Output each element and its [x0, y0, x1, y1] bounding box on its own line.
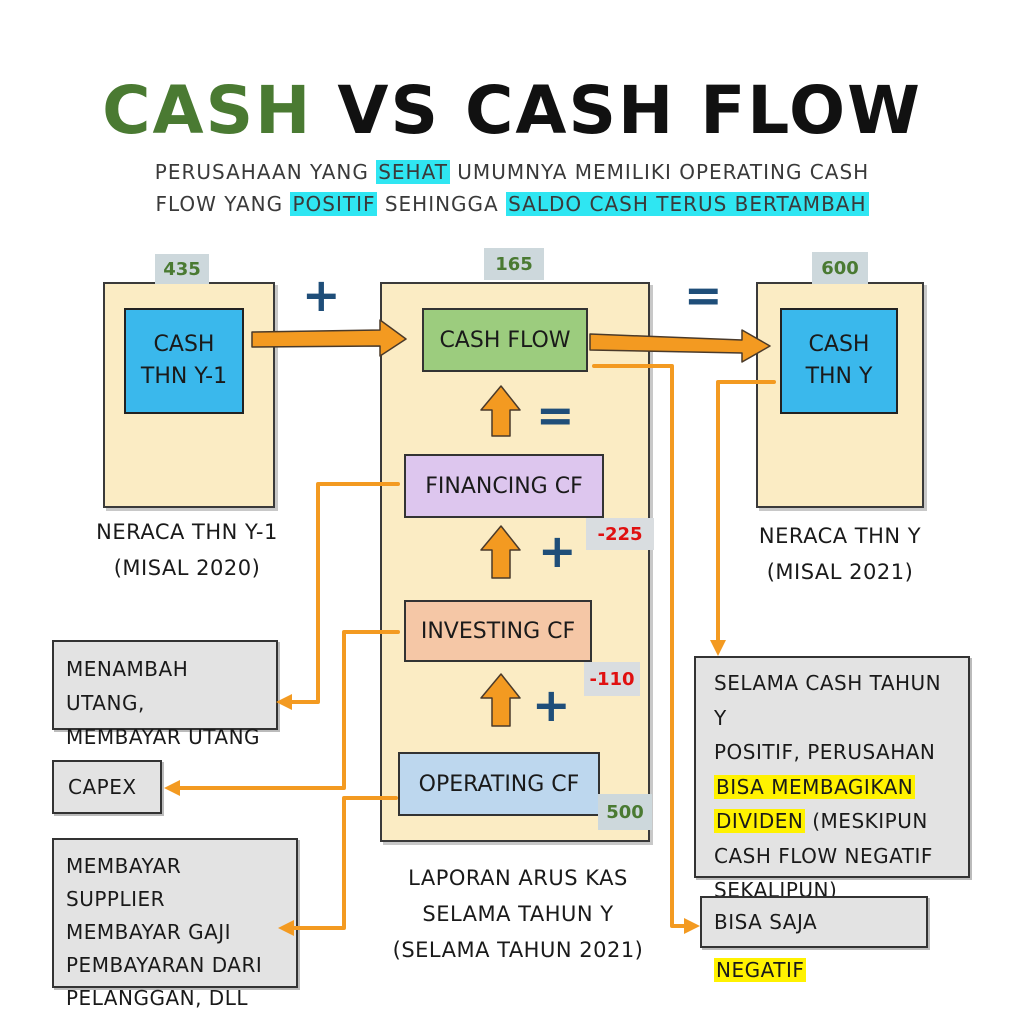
note-investing: CAPEX — [52, 760, 162, 814]
arrowhead — [164, 780, 180, 796]
title-cash: CASH — [102, 72, 313, 149]
note-dividend-line-1: SELAMA CASH TAHUN Y — [714, 671, 942, 730]
financing-cf-box: FINANCING CF — [404, 454, 604, 518]
note-financing-line-2: MEMBAYAR UTANG — [66, 725, 261, 749]
note-operating-line-1: MEMBAYAR SUPPLIER — [66, 854, 182, 911]
note-negative-highlight: NEGATIF — [714, 958, 807, 982]
note-financing-line-1: MENAMBAH UTANG, — [66, 657, 189, 715]
equals-operator: = — [684, 268, 723, 322]
cash-flow-box: CASH FLOW — [422, 308, 588, 372]
equals-operator: = — [536, 388, 575, 442]
cash-prev-value: 435 — [155, 254, 209, 284]
cash-prev-label: CASH THN Y-1 — [140, 332, 228, 389]
note-dividend-line-2: POSITIF, PERUSAHAN — [714, 740, 936, 764]
note-operating-line-4: PELANGGAN, DLL — [66, 986, 248, 1010]
operating-cf-box: OPERATING CF — [398, 752, 600, 816]
cash-prev-box: CASH THN Y-1 — [124, 308, 244, 414]
subtitle-line-1: PERUSAHAAN YANG SEHAT UMUMNYA MEMILIKI O… — [120, 156, 904, 188]
investing-cf-box: INVESTING CF — [404, 600, 592, 662]
financing-cf-value: -225 — [586, 518, 654, 550]
plus-operator: + — [532, 678, 571, 732]
cash-curr-value: 600 — [812, 252, 868, 284]
note-financing: MENAMBAH UTANG, MEMBAYAR UTANG — [52, 640, 278, 749]
note-dividend: SELAMA CASH TAHUN Y POSITIF, PERUSAHAN B… — [694, 656, 970, 902]
arrowhead — [276, 694, 292, 710]
caption-curr-line-2: (MISAL 2021) — [766, 560, 914, 584]
cash-flow-value: 165 — [484, 248, 544, 280]
caption-prev: NERACA THN Y-1 (MISAL 2020) — [60, 514, 314, 586]
arrowhead — [684, 918, 700, 934]
plus-operator: + — [538, 524, 577, 578]
note-operating-line-2: MEMBAYAR GAJI — [66, 920, 232, 944]
operating-cf-value: 500 — [598, 794, 652, 830]
note-dividend-line-4: (MESKIPUN — [805, 809, 928, 833]
subtitle-line-2: FLOW YANG POSITIF SEHINGGA SALDO CASH TE… — [120, 188, 904, 220]
subtitle-text: PERUSAHAAN YANG — [154, 160, 377, 184]
note-dividend-highlight-1: BISA MEMBAGIKAN — [714, 774, 916, 799]
caption-prev-line-2: (MISAL 2020) — [113, 556, 261, 580]
cash-curr-label: CASH THN Y — [805, 332, 873, 389]
cash-curr-box: CASH THN Y — [780, 308, 898, 414]
note-operating: MEMBAYAR SUPPLIER MEMBAYAR GAJI PEMBAYAR… — [52, 838, 298, 1010]
plus-operator: + — [302, 268, 341, 322]
note-dividend-highlight-2: DIVIDEN — [714, 809, 806, 833]
page-title: CASH VS CASH FLOW — [0, 72, 1024, 149]
note-dividend-line-5: CASH FLOW NEGATIF — [714, 843, 933, 868]
caption-cfs-line-2: SELAMA TAHUN Y — [422, 902, 614, 926]
note-operating-line-3: PEMBAYARAN DARI — [66, 953, 263, 977]
caption-curr: NERACA THN Y (MISAL 2021) — [720, 518, 960, 590]
subtitle-text: SEHINGGA — [377, 192, 507, 216]
note-negative-text: BISA SAJA — [714, 910, 818, 934]
investing-cf-value: -110 — [584, 662, 640, 696]
subtitle-highlight-sehat: SEHAT — [376, 160, 450, 184]
subtitle-highlight-saldo: SALDO CASH TERUS BERTAMBAH — [506, 192, 869, 216]
caption-prev-line-1: NERACA THN Y-1 — [96, 520, 278, 544]
note-investing-text: CAPEX — [68, 775, 137, 799]
arrowhead — [710, 640, 726, 656]
subtitle-text: FLOW YANG — [155, 192, 291, 216]
subtitle-highlight-positif: POSITIF — [290, 192, 378, 216]
note-negative: BISA SAJA NEGATIF — [700, 896, 928, 982]
caption-cash-flow-statement: LAPORAN ARUS KAS SELAMA TAHUN Y (SELAMA … — [376, 860, 660, 968]
title-vs-cash-flow: VS CASH FLOW — [337, 72, 922, 149]
caption-cfs-line-1: LAPORAN ARUS KAS — [408, 866, 628, 890]
caption-curr-line-1: NERACA THN Y — [758, 524, 922, 548]
subtitle-text: UMUMNYA MEMILIKI OPERATING CASH — [449, 160, 870, 184]
caption-cfs-line-3: (SELAMA TAHUN 2021) — [392, 938, 644, 962]
